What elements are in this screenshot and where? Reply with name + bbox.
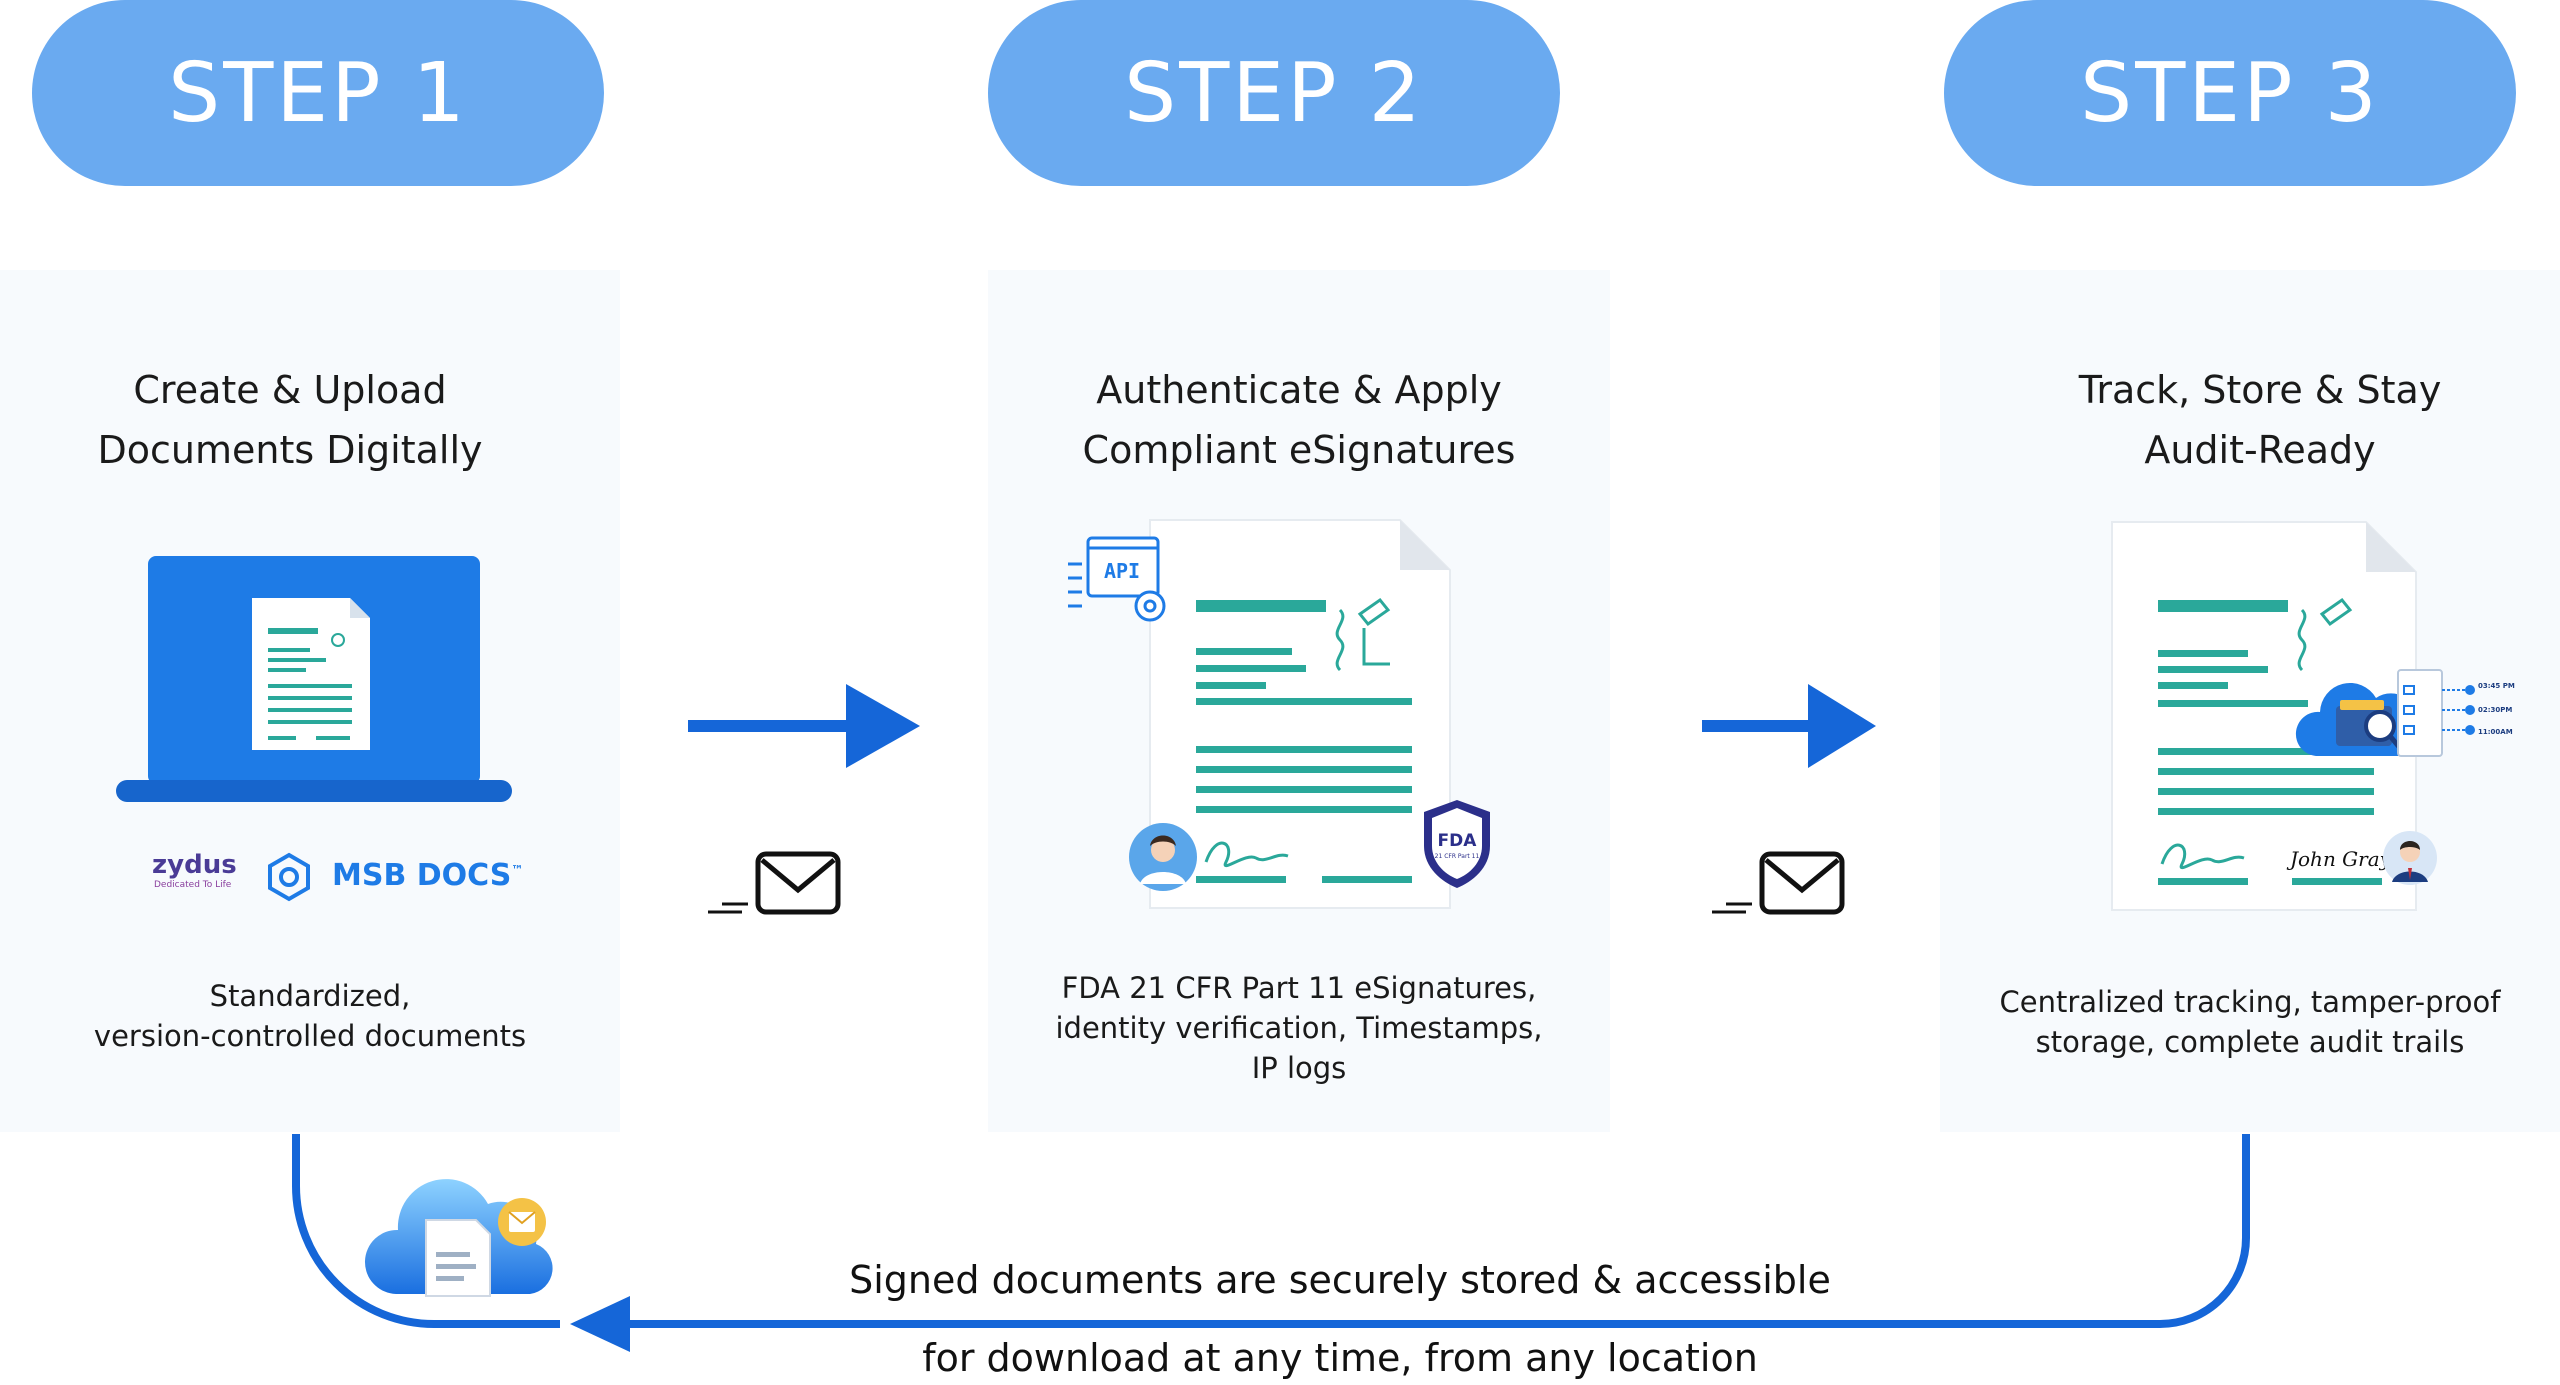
svg-text:02:30PM: 02:30PM bbox=[2478, 706, 2512, 714]
laptop-icon bbox=[116, 556, 512, 802]
svg-text:11:00AM: 11:00AM bbox=[2478, 728, 2513, 736]
step-1-label: STEP 1 bbox=[168, 45, 468, 141]
arrow-right-icon bbox=[1702, 684, 1876, 768]
step-2-pill: STEP 2 bbox=[988, 0, 1560, 186]
msb-logo-mark bbox=[268, 852, 310, 902]
mail-envelope-icon bbox=[708, 851, 841, 915]
audit-document-icon: John Gray bbox=[2111, 521, 2417, 911]
step-3-description: Centralized tracking, tamper-proof stora… bbox=[1999, 985, 2501, 1059]
step-2-description: FDA 21 CFR Part 11 eSignatures, identity… bbox=[1055, 971, 1543, 1085]
step-1-title: Create & Upload Documents Digitally bbox=[97, 368, 483, 472]
step-1-pill: STEP 1 bbox=[32, 0, 604, 186]
esign-document-icon bbox=[1149, 519, 1451, 909]
step-2-title: Authenticate & Apply Compliant eSignatur… bbox=[1082, 368, 1516, 472]
svg-text:API: API bbox=[1104, 559, 1140, 583]
step-3-label: STEP 3 bbox=[2080, 45, 2380, 141]
mail-envelope-icon bbox=[1712, 851, 1845, 915]
step-3-title: Track, Store & Stay Audit-Ready bbox=[2078, 368, 2442, 472]
step-1-description: Standardized, version-controlled documen… bbox=[93, 979, 527, 1053]
msb-docs-logo: MSB DOCS™ bbox=[332, 858, 524, 893]
bottom-caption-line-2: for download at any time, from any locat… bbox=[922, 1336, 1758, 1380]
svg-text:03:45 PM: 03:45 PM bbox=[2478, 682, 2515, 690]
bottom-caption-line-1: Signed documents are securely stored & a… bbox=[849, 1258, 1831, 1302]
step-2-label: STEP 2 bbox=[1124, 45, 1424, 141]
step-3-pill: STEP 3 bbox=[1944, 0, 2516, 186]
fda-shield-icon: FDA 21 CFR Part 11 bbox=[1424, 800, 1490, 888]
cloud-document-icon bbox=[364, 1179, 553, 1297]
api-icon: API bbox=[1068, 536, 1166, 622]
svg-text:FDA: FDA bbox=[1438, 831, 1478, 851]
arrow-right-icon bbox=[688, 684, 920, 768]
doctor-avatar-icon bbox=[1129, 823, 1197, 891]
svg-text:21 CFR Part 11: 21 CFR Part 11 bbox=[1435, 853, 1480, 860]
svg-text:John Gray: John Gray bbox=[2286, 847, 2392, 871]
zydus-logo: zydus Dedicated To Life bbox=[152, 850, 237, 890]
cloud-tracking-icon: 03:45 PM 02:30PM 11:00AM bbox=[2295, 669, 2515, 757]
signer-avatar-icon bbox=[2383, 831, 2437, 885]
